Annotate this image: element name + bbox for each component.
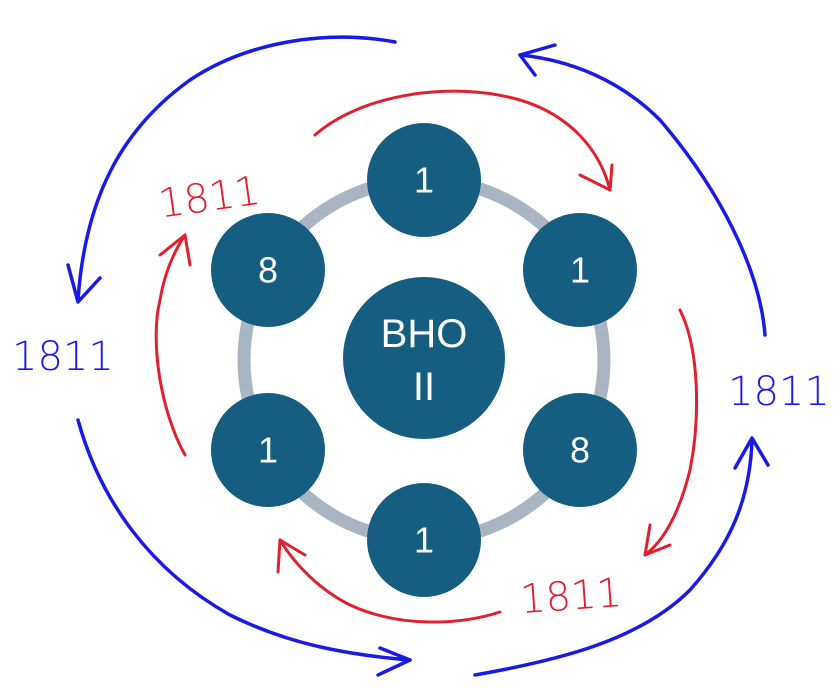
center-label-line1: BHO	[381, 312, 468, 356]
blue-arrowhead-top-right	[518, 43, 557, 77]
node-label: 1	[414, 160, 434, 201]
blue-arrow-bottom-right	[473, 438, 754, 677]
node-bottom: 1	[367, 483, 481, 597]
red-arrowhead-left	[158, 233, 192, 267]
node-label: 1	[414, 520, 434, 561]
red-arrowhead-right	[643, 523, 672, 557]
blue-arrow-top-left	[76, 35, 397, 302]
red-label-bottom-right: 1811	[519, 570, 624, 623]
node-label: 8	[570, 430, 590, 471]
node-top: 1	[367, 123, 481, 237]
blue-label-right: 1811	[728, 369, 830, 415]
red-arrowhead-top	[578, 163, 614, 192]
center-node: BHO II	[343, 277, 505, 439]
center-label-line2: II	[413, 365, 435, 409]
blue-arrowhead-bottom-right	[733, 436, 770, 470]
node-label: 1	[570, 250, 590, 291]
red-arrow-top	[313, 89, 612, 192]
blue-arrow-bottom-left	[76, 418, 412, 662]
red-arrowhead-bottom	[276, 538, 307, 574]
red-arrow-right	[643, 308, 699, 557]
blue-arrowhead-bottom-left	[376, 646, 412, 677]
blue-arrowhead-top-left	[66, 263, 102, 304]
node-bottom-left: 1	[211, 393, 325, 507]
blue-arrow-top-right	[518, 53, 767, 337]
node-bottom-right: 8	[523, 393, 637, 507]
blue-label-left: 1811	[12, 334, 114, 380]
red-arrow-bottom	[278, 538, 502, 624]
node-top-left: 8	[211, 213, 325, 327]
node-label: 1	[258, 430, 278, 471]
node-label: 8	[258, 250, 278, 291]
node-top-right: 1	[523, 213, 637, 327]
red-arrow-left	[154, 233, 187, 457]
